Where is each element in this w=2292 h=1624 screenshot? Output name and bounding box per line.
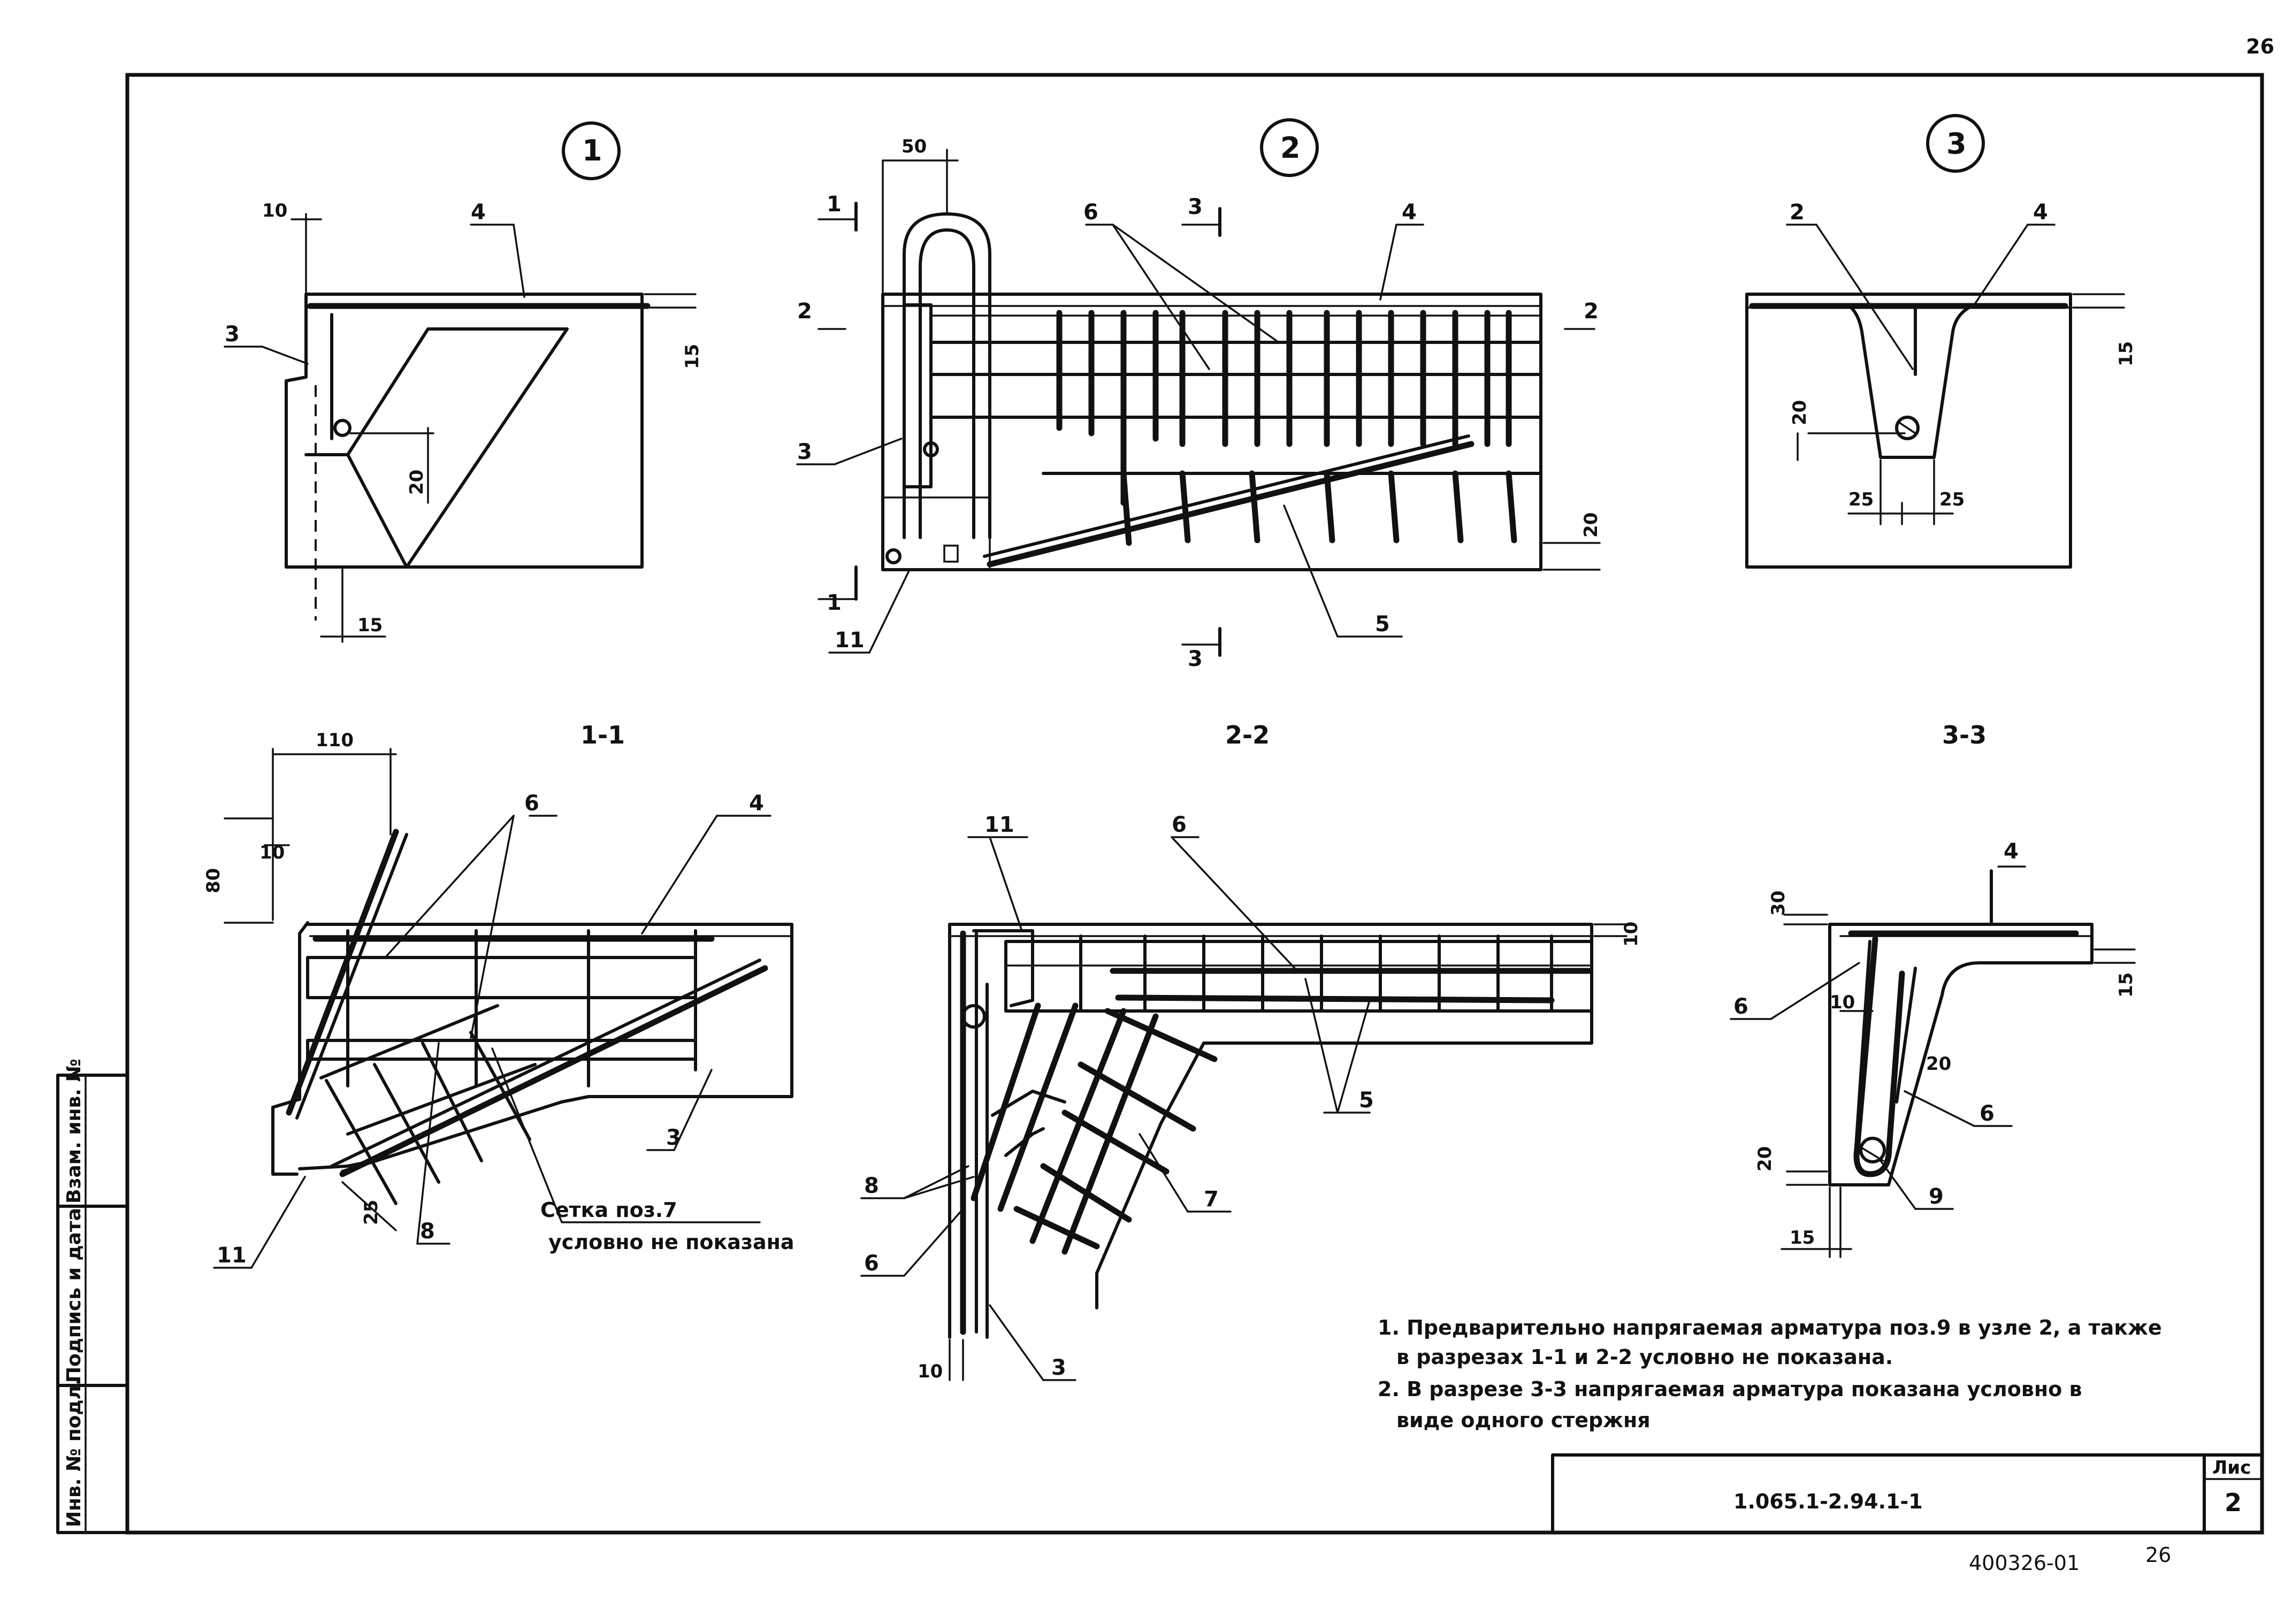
- s2-pos-6-bottom: 6: [864, 1251, 879, 1276]
- n2-pos-4: 4: [1402, 200, 1417, 225]
- n2-dim-right: 20: [1580, 512, 1602, 538]
- note-2-line2: виде одного стержня: [1396, 1408, 1651, 1432]
- s1-dim-top: 110: [316, 730, 354, 751]
- n3-dim-b1: 25: [1848, 489, 1874, 510]
- node-1-detail: 1 10 15 20 15 4 3: [224, 121, 703, 643]
- node-2-detail: 2: [796, 118, 1602, 671]
- s2-pos-5: 5: [1359, 1088, 1374, 1113]
- s3-pos-6-left: 6: [1733, 994, 1748, 1019]
- s2-pos-6-top: 6: [1172, 813, 1187, 837]
- node-1-label: 1: [582, 134, 602, 167]
- n2-pos-11: 11: [835, 628, 865, 653]
- s2-dim-top: 10: [1621, 922, 1642, 947]
- node-2-label: 2: [1280, 131, 1301, 165]
- drawing-frame: [125, 73, 2264, 1535]
- n1-pos-4: 4: [471, 200, 486, 225]
- n2-cut-3-bottom: 3: [1188, 647, 1203, 671]
- stamp-signature-date: Подпись и дата: [63, 1208, 85, 1383]
- stamp-vzam-inv: Взам. инв. №: [63, 1059, 85, 1204]
- section-1-1: 110 80 10 25 6 4 3 8 11 Сетка поз.7 усло…: [203, 730, 794, 1269]
- node-3-marker: [1926, 114, 1985, 173]
- side-stamp: Инв. № подл. Подпись и дата Взам. инв. №: [56, 1059, 129, 1534]
- s2-pos-3: 3: [1051, 1355, 1066, 1380]
- s3-dim-inner: 20: [1926, 1053, 1951, 1075]
- n1-dim-right: 15: [682, 344, 703, 369]
- s3-dim-top: 30: [1768, 891, 1789, 916]
- title-block: 1.065.1-2.94.1-1 Лис 2: [1551, 1453, 2264, 1534]
- node-2-marker: [1260, 118, 1319, 177]
- s1-mesh-note-line1: Сетка поз.7: [540, 1198, 677, 1222]
- stamp-inv-podl: Инв. № подл.: [63, 1378, 85, 1527]
- s3-dim-mid: 10: [1830, 992, 1855, 1013]
- page-number: 26: [2246, 35, 2274, 58]
- n3-dim-b2: 25: [1939, 489, 1965, 510]
- section-1-1-caption: 1-1: [580, 721, 625, 749]
- section-2-2-caption: 2-2: [1225, 721, 1270, 749]
- n3-pos-2: 2: [1790, 200, 1805, 225]
- n1-dim-top: 10: [262, 200, 287, 221]
- archive-number: 400326-01: [1969, 1551, 2080, 1575]
- n3-dim-left: 20: [1789, 400, 1810, 425]
- n2-cut-2-right: 2: [1584, 299, 1599, 324]
- s2-pos-8: 8: [864, 1174, 879, 1198]
- n2-cut-2-left: 2: [797, 299, 812, 324]
- node-3-detail: 3 15 20 25 25 2 4: [1745, 114, 2137, 569]
- s3-dim-left: 20: [1754, 1146, 1776, 1171]
- title-block-sheet-label: Лис: [2212, 1457, 2251, 1479]
- s3-dim-right: 15: [2115, 972, 2137, 998]
- s1-dim-bottom: 25: [361, 1200, 382, 1225]
- n2-pos-5: 5: [1375, 612, 1390, 637]
- section-3-3: 30 15 10 20 20 15 4 6 6 9: [1730, 839, 2137, 1258]
- s1-pos-6: 6: [524, 791, 539, 816]
- section-3-3-caption: 3-3: [1942, 721, 1987, 749]
- archive-page: 26: [2145, 1543, 2171, 1567]
- node-3-label: 3: [1946, 127, 1967, 160]
- s1-pos-4: 4: [749, 791, 764, 816]
- n2-pos-3: 3: [797, 440, 812, 464]
- s1-pos-11: 11: [217, 1243, 247, 1268]
- title-block-sheet-number: 2: [2225, 1488, 2242, 1517]
- s3-dim-bottom: 15: [1790, 1227, 1815, 1248]
- note-1-line1: 1. Предварительно напрягаемая арматура п…: [1378, 1316, 2162, 1339]
- s1-dim-small: 10: [259, 842, 285, 863]
- title-block-code: 1.065.1-2.94.1-1: [1733, 1490, 1923, 1513]
- n2-stirrups: [1056, 310, 1517, 546]
- s1-dim-left: 80: [203, 868, 224, 893]
- s1-pos-3: 3: [666, 1125, 681, 1150]
- s2-dim-bottom: 10: [918, 1361, 943, 1382]
- n2-cut-1-bottom: 1: [827, 591, 842, 615]
- n1-dim-mid: 20: [406, 470, 427, 495]
- s2-pos-7: 7: [1204, 1187, 1219, 1212]
- note-1-line2: в разрезах 1-1 и 2-2 условно не показана…: [1396, 1345, 1893, 1369]
- s1-mesh-note-line2: условно не показана: [548, 1230, 794, 1254]
- drawing-notes: 1. Предварительно напрягаемая арматура п…: [1378, 1316, 2162, 1432]
- n3-pos-4: 4: [2033, 200, 2048, 225]
- node-1-marker: [562, 121, 621, 180]
- n1-dim-bottom: 15: [357, 615, 383, 636]
- n2-pos-6: 6: [1083, 200, 1098, 225]
- s2-pos-11: 11: [984, 813, 1014, 837]
- note-2-line1: 2. В разрезе 3-3 напрягаемая арматура по…: [1378, 1377, 2082, 1401]
- s3-pos-9: 9: [1929, 1184, 1944, 1209]
- s3-pos-4: 4: [2004, 839, 2019, 864]
- n3-dim-right: 15: [2115, 341, 2137, 366]
- n2-cut-3-top: 3: [1188, 195, 1203, 219]
- n2-dim-top: 50: [901, 136, 927, 157]
- n1-pos-3: 3: [225, 322, 240, 347]
- section-2-2: 10 10 11 6 5 8 6 7 3: [860, 813, 1642, 1382]
- n2-cut-1-top: 1: [827, 192, 842, 217]
- s3-pos-6-right: 6: [1980, 1101, 1995, 1126]
- s1-pos-8: 8: [420, 1219, 435, 1244]
